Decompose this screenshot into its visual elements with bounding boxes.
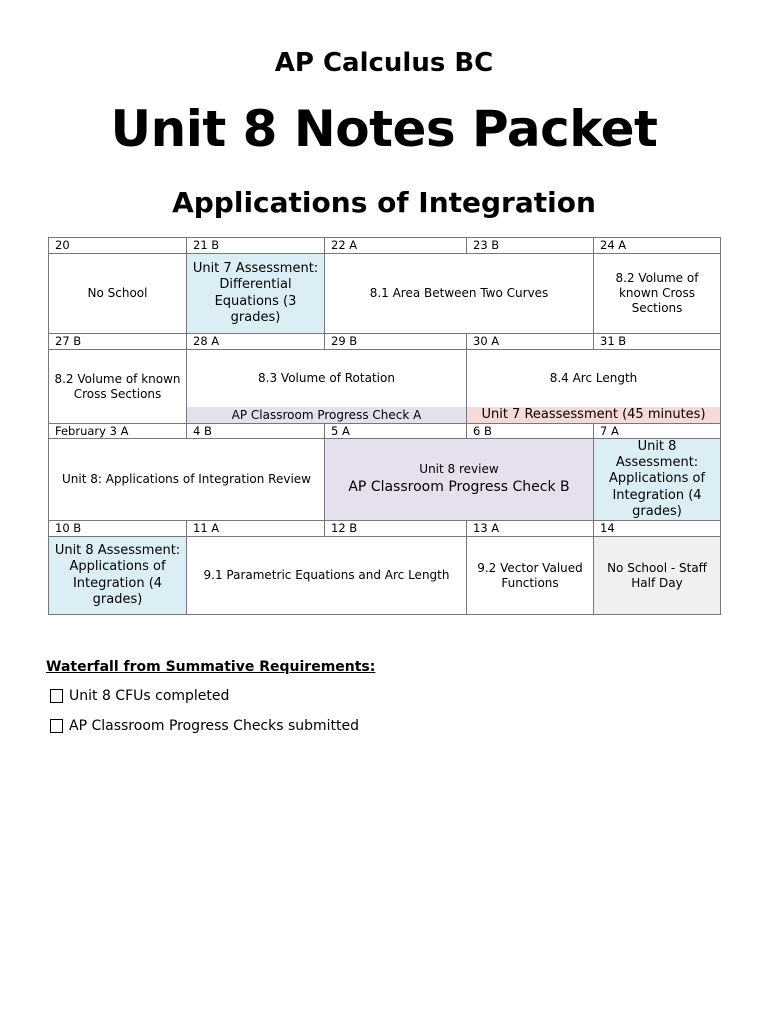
calendar-entry: No School <box>49 254 187 334</box>
calendar-date: 20 <box>49 238 187 254</box>
calendar-date: 28 A <box>187 334 325 350</box>
calendar-date: 31 B <box>594 334 721 350</box>
calendar-date: 23 B <box>467 238 594 254</box>
requirement-label: AP Classroom Progress Checks submitted <box>69 718 360 734</box>
calendar-date: 24 A <box>594 238 721 254</box>
calendar-date: 30 A <box>467 334 594 350</box>
calendar-date: 6 B <box>467 424 594 439</box>
checkbox[interactable] <box>50 689 63 703</box>
requirement-item[interactable]: AP Classroom Progress Checks submitted <box>50 718 359 734</box>
requirement-label: Unit 8 CFUs completed <box>69 688 230 704</box>
calendar-date: 21 B <box>187 238 325 254</box>
calendar-date: 5 A <box>325 424 467 439</box>
review-label: Unit 8 review <box>419 462 499 477</box>
calendar-entry: 8.2 Volume of known Cross Sections <box>594 254 721 334</box>
progress-check-b: AP Classroom Progress Check B <box>348 479 570 496</box>
calendar-entry: 8.4 Arc Length <box>467 350 721 407</box>
calendar-date: February 3 A <box>49 424 187 439</box>
calendar-assessment: Unit 8 Assessment: Applications of Integ… <box>594 439 721 521</box>
calendar-date: 27 B <box>49 334 187 350</box>
reassessment-entry: Unit 7 Reassessment (45 minutes) <box>467 407 721 424</box>
calendar-entry: No School - Staff Half Day <box>594 537 721 615</box>
progress-check-a: AP Classroom Progress Check A <box>187 407 467 424</box>
unit-calendar: 20 21 B 22 A 23 B 24 A No School Unit 7 … <box>48 237 721 615</box>
calendar-entry: 8.2 Volume of known Cross Sections <box>49 350 187 424</box>
calendar-date: 14 <box>594 521 721 537</box>
calendar-assessment: Unit 7 Assessment: Differential Equation… <box>187 254 325 334</box>
calendar-date: 4 B <box>187 424 325 439</box>
requirements-title: Waterfall from Summative Requirements: <box>46 659 376 675</box>
course-title: AP Calculus BC <box>274 48 494 78</box>
checkbox[interactable] <box>50 719 63 733</box>
calendar-date: 13 A <box>467 521 594 537</box>
calendar-date: 7 A <box>594 424 721 439</box>
calendar-date: 29 B <box>325 334 467 350</box>
calendar-assessment: Unit 8 Assessment: Applications of Integ… <box>49 537 187 615</box>
unit8-review-entry: Unit 8 review AP Classroom Progress Chec… <box>325 439 594 521</box>
calendar-date: 10 B <box>49 521 187 537</box>
calendar-date: 22 A <box>325 238 467 254</box>
calendar-entry: 8.1 Area Between Two Curves <box>325 254 594 334</box>
calendar-entry: 8.3 Volume of Rotation <box>187 350 467 407</box>
calendar-entry: 9.1 Parametric Equations and Arc Length <box>187 537 467 615</box>
unit-subtitle: Applications of Integration <box>172 186 596 219</box>
requirement-item[interactable]: Unit 8 CFUs completed <box>50 688 229 704</box>
calendar-date: 12 B <box>325 521 467 537</box>
calendar-entry: 9.2 Vector Valued Functions <box>467 537 594 615</box>
calendar-date: 11 A <box>187 521 325 537</box>
calendar-entry: Unit 8: Applications of Integration Revi… <box>49 439 325 521</box>
packet-title: Unit 8 Notes Packet <box>110 100 658 158</box>
